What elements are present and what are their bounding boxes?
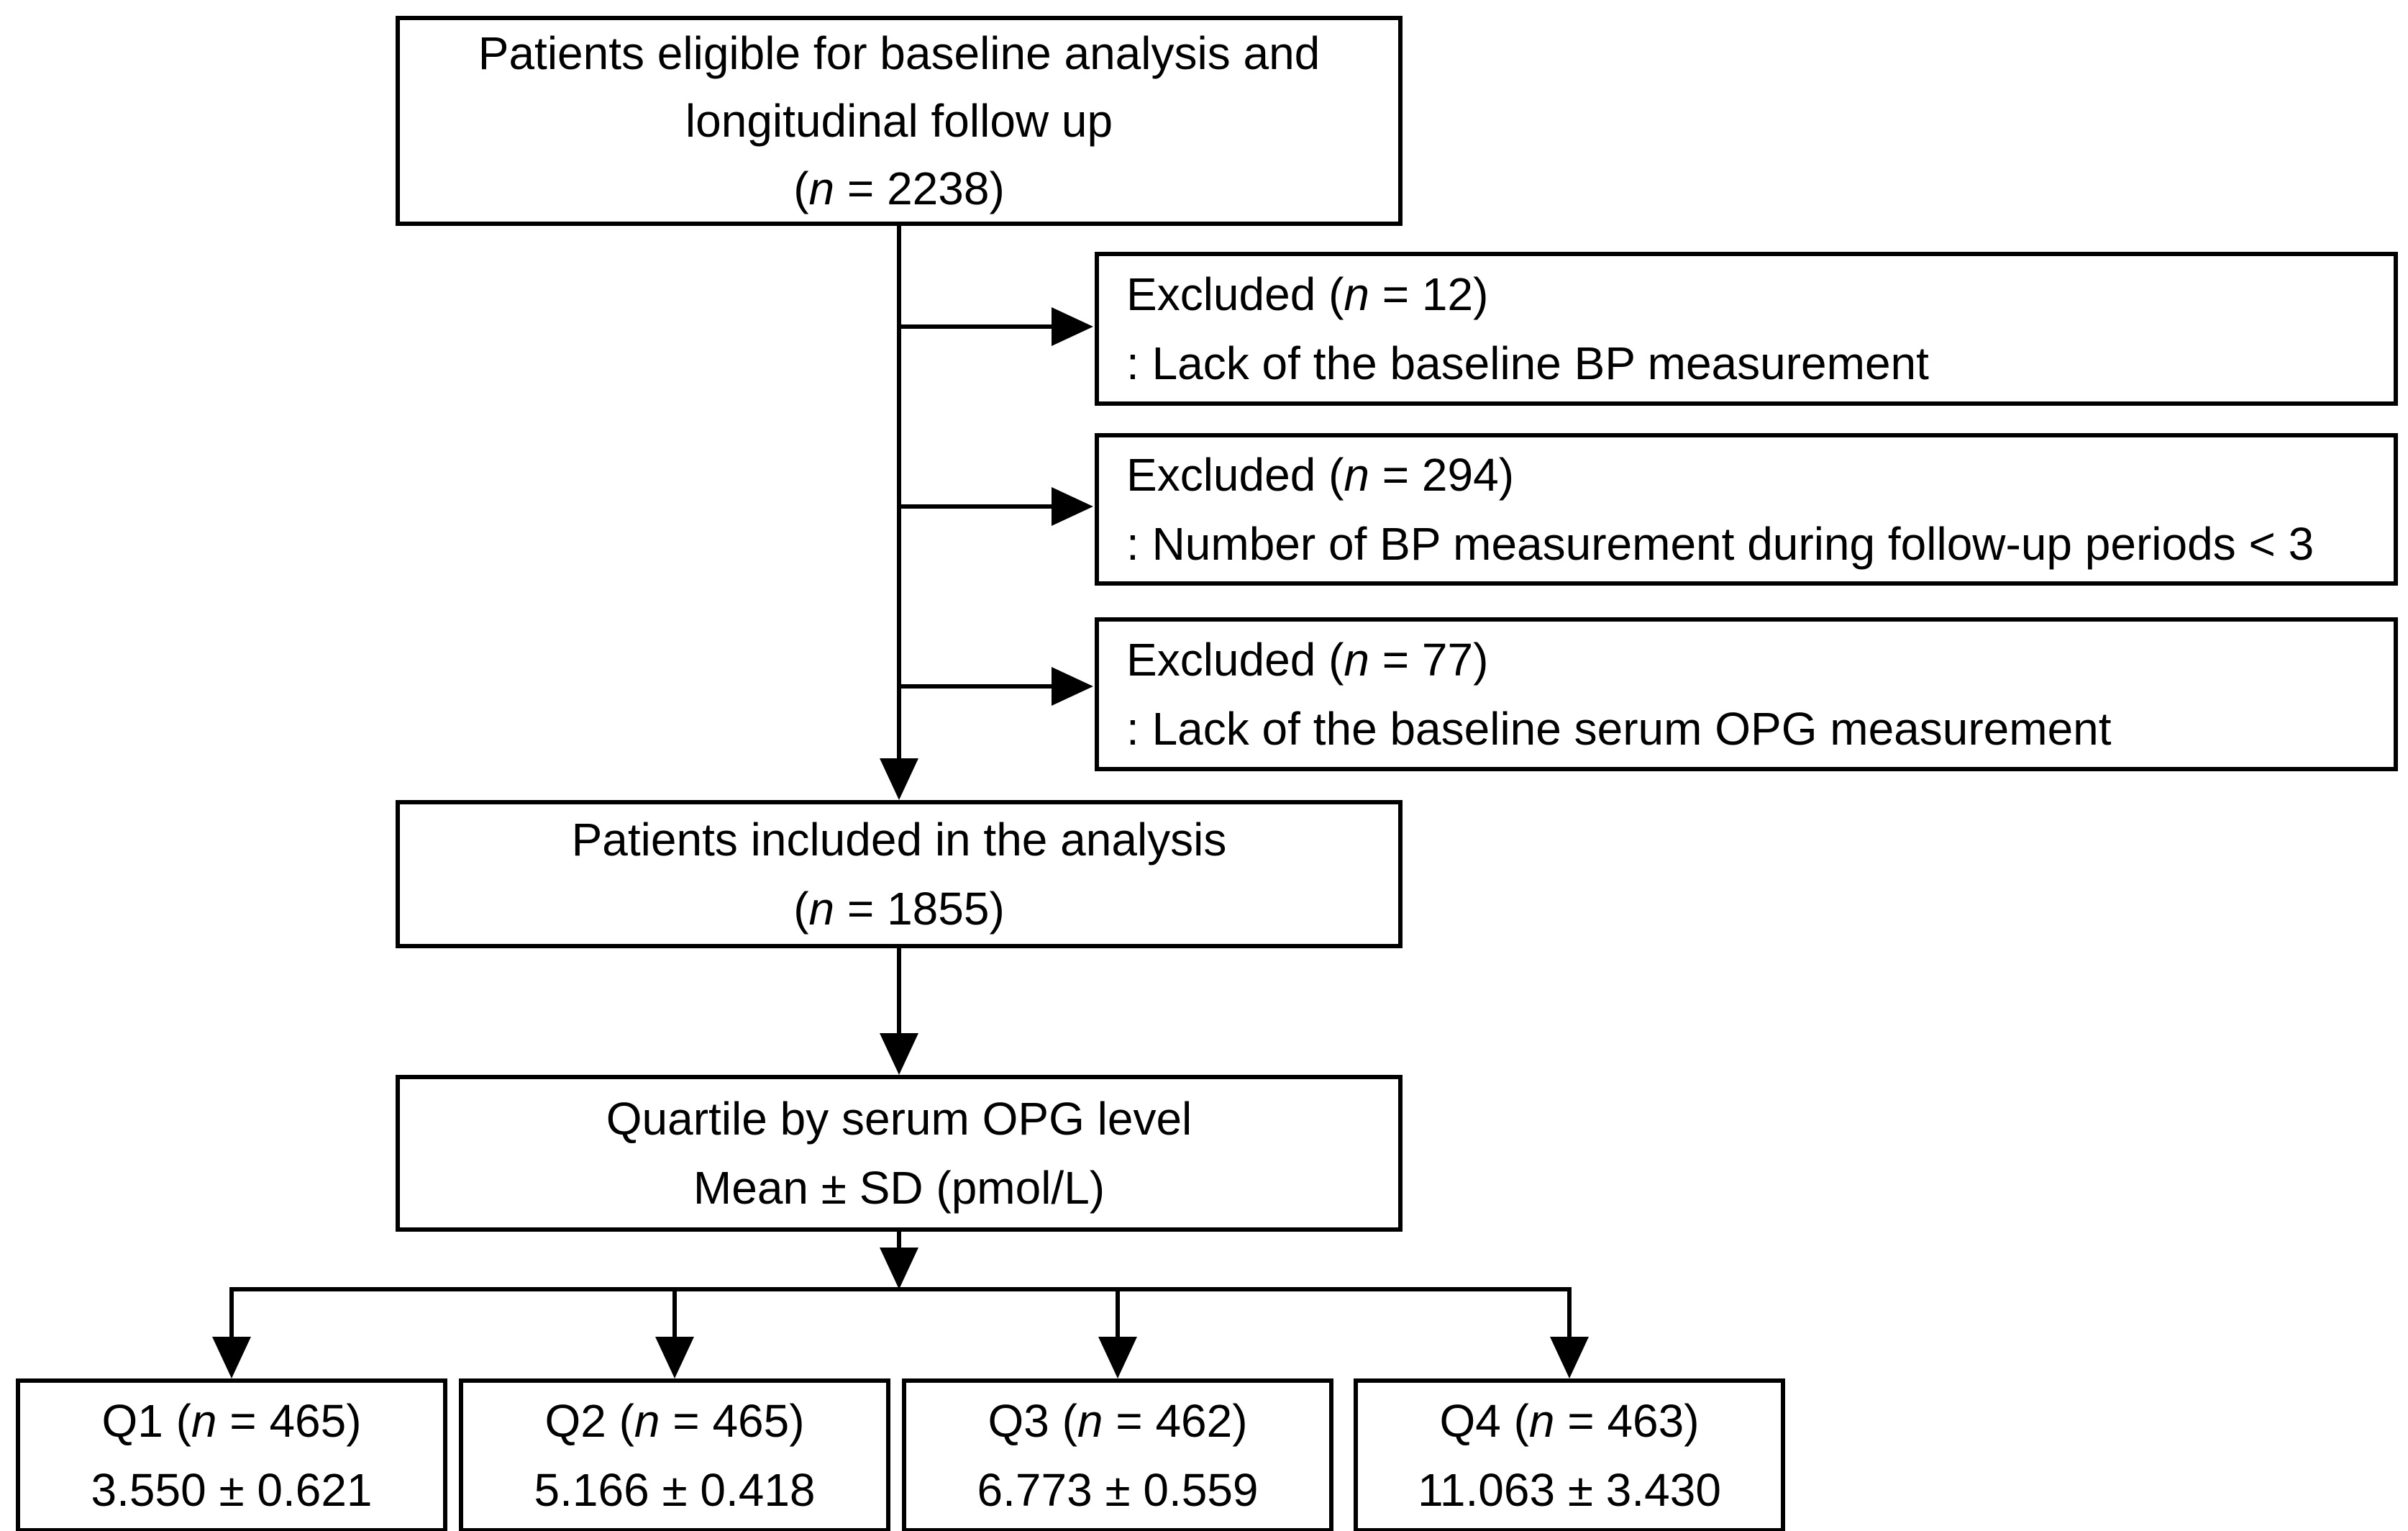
eligible-count: (n = 2238)	[793, 163, 1005, 214]
included-line-1: Patients included in the analysis	[571, 814, 1227, 866]
included-count: (n = 1855)	[793, 883, 1005, 935]
arrow-down-icon	[655, 1337, 694, 1378]
quartile-1-value: 3.550 ± 0.621	[91, 1464, 373, 1516]
arrow-down-icon	[212, 1337, 251, 1378]
drop-line-q2	[672, 1289, 677, 1340]
drop-line-q4	[1567, 1289, 1572, 1340]
excluded-3-title: Excluded (n = 77)	[1126, 634, 1489, 686]
quartile-4-value: 11.063 ± 3.430	[1418, 1464, 1721, 1516]
distribution-line	[229, 1287, 1572, 1291]
branch-line-excluded-1	[899, 324, 1054, 329]
quartile-2-label: Q2 (n = 465)	[544, 1395, 805, 1447]
excluded-box-1: Excluded (n = 12) : Lack of the baseline…	[1095, 252, 2398, 406]
quartile-box: Quartile by serum OPG level Mean ± SD (p…	[396, 1075, 1403, 1232]
excluded-1-reason: : Lack of the baseline BP measurement	[1126, 337, 1929, 389]
quartile-2-value: 5.166 ± 0.418	[534, 1464, 816, 1516]
arrow-down-icon	[880, 758, 918, 800]
excluded-3-reason: : Lack of the baseline serum OPG measure…	[1126, 703, 2112, 755]
arrow-right-icon	[1052, 667, 1093, 706]
connector-line	[897, 948, 901, 1036]
eligible-line-1: Patients eligible for baseline analysis …	[478, 27, 1321, 79]
quartile-4-box: Q4 (n = 463) 11.063 ± 3.430	[1354, 1378, 1785, 1531]
eligible-line-2: longitudinal follow up	[685, 95, 1113, 147]
drop-line-q3	[1116, 1289, 1120, 1340]
drop-line-q1	[229, 1289, 234, 1340]
trunk-line	[897, 226, 901, 761]
arrow-down-icon	[880, 1033, 918, 1075]
arrow-right-icon	[1052, 487, 1093, 526]
quartile-3-value: 6.773 ± 0.559	[977, 1464, 1259, 1516]
quartile-1-box: Q1 (n = 465) 3.550 ± 0.621	[16, 1378, 447, 1531]
quartile-1-label: Q1 (n = 465)	[101, 1395, 362, 1447]
quartile-line-1: Quartile by serum OPG level	[606, 1093, 1192, 1145]
quartile-2-box: Q2 (n = 465) 5.166 ± 0.418	[459, 1378, 890, 1531]
quartile-3-label: Q3 (n = 462)	[988, 1395, 1248, 1447]
quartile-4-label: Q4 (n = 463)	[1439, 1395, 1700, 1447]
stub-line	[897, 1232, 901, 1252]
quartile-3-box: Q3 (n = 462) 6.773 ± 0.559	[902, 1378, 1333, 1531]
excluded-2-reason: : Number of BP measurement during follow…	[1126, 518, 2314, 570]
excluded-box-2: Excluded (n = 294) : Number of BP measur…	[1095, 433, 2398, 586]
arrow-down-icon	[880, 1248, 918, 1289]
arrow-down-icon	[1098, 1337, 1137, 1378]
eligible-box: Patients eligible for baseline analysis …	[396, 16, 1403, 226]
arrow-right-icon	[1052, 307, 1093, 346]
quartile-line-2: Mean ± SD (pmol/L)	[693, 1162, 1105, 1214]
excluded-2-title: Excluded (n = 294)	[1126, 449, 1514, 501]
branch-line-excluded-3	[899, 684, 1054, 689]
excluded-1-title: Excluded (n = 12)	[1126, 268, 1489, 320]
branch-line-excluded-2	[899, 504, 1054, 509]
included-box: Patients included in the analysis (n = 1…	[396, 800, 1403, 948]
excluded-box-3: Excluded (n = 77) : Lack of the baseline…	[1095, 617, 2398, 771]
arrow-down-icon	[1550, 1337, 1589, 1378]
